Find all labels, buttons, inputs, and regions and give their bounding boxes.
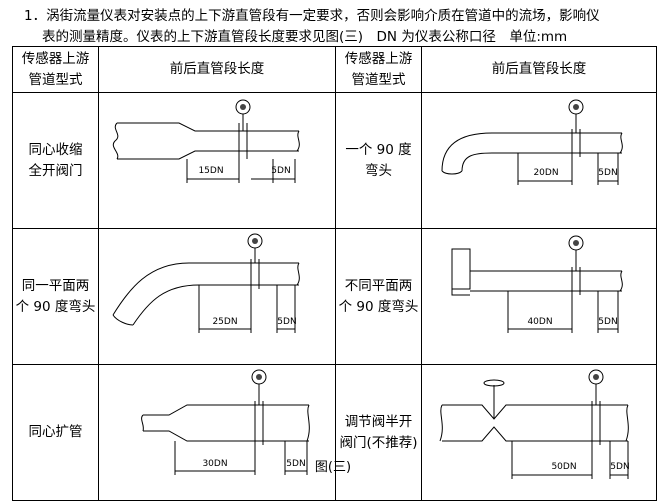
downstream-length-label: 5DN [610, 462, 629, 472]
diagram-cell: 50DN 5DN [421, 364, 657, 501]
pipe-type-cell: 同一平面两 个 90 度弯头 [12, 228, 99, 365]
upstream-length-label: 15DN [198, 166, 223, 176]
table-header-row: 传感器上游 管道型式 前后直管段长度 传感器上游 管道型式 前后直管段长度 [12, 46, 657, 93]
diagram-cell: 15DN 5DN [98, 92, 336, 229]
control-valve-diagram: 50DN 5DN [439, 369, 630, 479]
pipe-type-cell: 同心扩管 [12, 364, 99, 501]
downstream-length-label: 5DN [286, 459, 305, 469]
intro-line-2: 表的测量精度。仪表的上下游直管段长度要求见图(三) DN 为仪表公称口径 单位:… [42, 29, 568, 45]
downstream-length-label: 5DN [271, 166, 290, 176]
downstream-length-label: 5DN [277, 317, 296, 327]
downstream-length-label: 5DN [598, 168, 617, 178]
table-row: 同心收缩 全开阀门 15DN 5DN [12, 92, 657, 229]
header-pipe-type: 传感器上游 管道型式 [12, 46, 99, 93]
diagram-cell: 30DN 5DN [98, 364, 336, 501]
diagram-cell: 20DN 5DN [421, 92, 657, 229]
intro-line-1: 1．涡街流量仪表对安装点的上下游直管段有一定要求，否则会影响介质在管道中的流场，… [24, 8, 600, 24]
header-straight-length: 前后直管段长度 [421, 46, 657, 93]
figure-caption: 图(三) [314, 460, 352, 475]
upstream-length-label: 25DN [212, 317, 237, 327]
upstream-length-label: 50DN [551, 462, 576, 472]
diagram-cell: 40DN 5DN [421, 228, 657, 365]
straight-pipe-requirements-table: 传感器上游 管道型式 前后直管段长度 传感器上游 管道型式 前后直管段长度 同心… [12, 46, 657, 501]
pipe-type-cell: 调节阀半开 阀门(不推荐) [335, 364, 422, 501]
table-row: 同一平面两 个 90 度弯头 25DN 5DN [12, 228, 657, 365]
header-pipe-type: 传感器上游 管道型式 [335, 46, 422, 93]
table-row: 同心扩管 30DN 5DN [12, 364, 657, 501]
concentric-expander-diagram: 30DN 5DN [141, 369, 310, 475]
concentric-reducer-diagram: 15DN 5DN [112, 99, 300, 183]
downstream-length-label: 5DN [598, 317, 617, 327]
upstream-length-label: 30DN [202, 459, 227, 469]
single-elbow-diagram: 20DN 5DN [441, 99, 623, 185]
diagram-cell: 25DN 5DN [98, 228, 336, 365]
two-elbows-different-plane-diagram: 40DN 5DN [451, 235, 623, 333]
header-straight-length: 前后直管段长度 [98, 46, 336, 93]
pipe-type-cell: 不同平面两 个 90 度弯头 [335, 228, 422, 365]
intro-paragraph: 1．涡街流量仪表对安装点的上下游直管段有一定要求，否则会影响介质在管道中的流场，… [2, 6, 664, 48]
upstream-length-label: 40DN [527, 317, 552, 327]
pipe-type-cell: 同心收缩 全开阀门 [12, 92, 99, 229]
two-elbows-same-plane-diagram: 25DN 5DN [112, 233, 300, 333]
pipe-type-cell: 一个 90 度 弯头 [335, 92, 422, 229]
upstream-length-label: 20DN [533, 168, 558, 178]
